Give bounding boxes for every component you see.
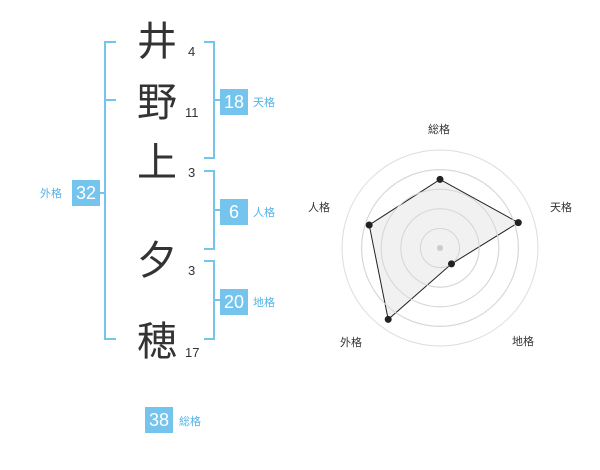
gaikaku-value-badge: 32 <box>72 180 100 206</box>
radar-point-3 <box>448 260 455 268</box>
gaikaku-bracket <box>104 41 116 340</box>
radar-grid-ring-overlay-2 <box>400 208 480 288</box>
name-char-2: 野 <box>137 80 177 126</box>
chikaku-bracket-tick <box>213 299 222 301</box>
soukaku-label: 総格 <box>179 415 201 428</box>
jinkaku-label: 人格 <box>253 206 275 219</box>
chikaku-label: 地格 <box>253 296 275 309</box>
radar-grid-ring-overlay-1 <box>419 227 461 269</box>
gaikaku-label: 外格 <box>40 187 62 200</box>
chikaku-value-badge: 20 <box>220 289 248 315</box>
radar-point-2 <box>514 219 522 227</box>
radar-axis-label-soukaku: 総格 <box>428 123 450 136</box>
stroke-count-4: 3 <box>188 263 196 278</box>
stroke-count-5: 17 <box>185 345 200 360</box>
name-char-4: 夕 <box>137 238 177 284</box>
stroke-count-3: 3 <box>188 165 196 180</box>
radar-point-4 <box>384 315 392 323</box>
stroke-count-1: 4 <box>188 44 196 59</box>
gaikaku-bracket-tick-mid <box>97 192 106 194</box>
name-char-5: 穂 <box>137 319 177 365</box>
name-char-3: 上 <box>137 140 177 186</box>
radar-axis-label-chikaku: 地格 <box>512 335 534 348</box>
jinkaku-value-badge: 6 <box>220 199 248 225</box>
radar-grid-ring-overlay-4 <box>361 169 519 327</box>
stroke-count-2: 11 <box>185 105 199 120</box>
jinkaku-bracket-tick <box>213 209 222 211</box>
name-char-1: 井 <box>137 19 177 65</box>
radar-point-5 <box>365 221 373 229</box>
radar-grid-ring-overlay-3 <box>380 188 500 308</box>
radar-axis-label-jinkaku: 人格 <box>308 201 330 214</box>
soukaku-value-badge: 38 <box>145 407 173 433</box>
radar-axis-label-tenkaku: 天格 <box>550 201 572 214</box>
gaikaku-bracket-tick-top <box>104 99 116 101</box>
radar-point-1 <box>436 175 444 183</box>
tenkaku-label: 天格 <box>253 96 275 109</box>
radar-center-dot <box>437 245 443 251</box>
radar-axis-label-gaikaku: 外格 <box>340 336 362 349</box>
radar-data-polygon <box>368 178 520 321</box>
tenkaku-value-badge: 18 <box>220 89 248 115</box>
tenkaku-bracket-tick <box>213 99 222 101</box>
